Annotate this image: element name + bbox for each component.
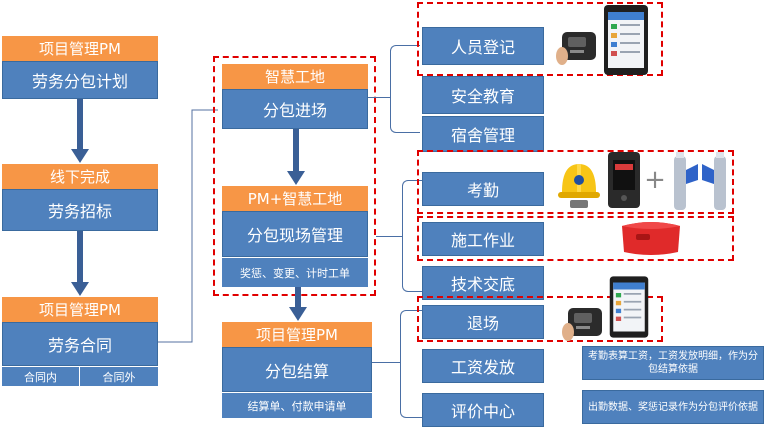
item-personnel-registration: 人员登记 (422, 27, 544, 65)
left-arrow-1 (71, 99, 89, 163)
exit-id-card-reader-icon (562, 308, 602, 341)
bidding-header: 线下完成 (2, 164, 158, 189)
contract-box: 劳务合同 (2, 322, 158, 366)
wage-note: 考勤表算工资，工资发放明细，作为分包结算依据 (582, 346, 764, 380)
item-attendance: 考勤 (422, 172, 544, 206)
attendance-dashed-group (417, 150, 734, 214)
smart-site-dashed-group (213, 56, 376, 296)
tablet-terminal-icon (604, 5, 648, 75)
onsite-sub: 奖惩、变更、计时工单 (222, 257, 368, 287)
plan-box: 劳务分包计划 (2, 61, 158, 99)
item-exit: 退场 (422, 305, 544, 339)
contract-header: 项目管理PM (2, 297, 158, 322)
settlement-sub: 结算单、付款申请单 (222, 392, 372, 418)
item-wage-payment: 工资发放 (422, 349, 544, 383)
face-recognition-terminal-icon (608, 152, 640, 208)
turnstile-gate-icon (674, 152, 726, 210)
middle-arrow-2 (289, 287, 307, 321)
settlement-brace-tick (372, 362, 400, 363)
contract-connector (158, 109, 218, 343)
id-card-reader-icon (556, 32, 596, 65)
safety-helmet-icon (558, 164, 600, 208)
entry-header: 智慧工地 (222, 64, 368, 89)
entry-brace-tick (368, 97, 390, 98)
attendance-plus-sign: + (644, 165, 666, 195)
left-arrow-2 (71, 231, 89, 296)
item-construction-work: 施工作业 (422, 222, 544, 256)
onsite-brace-tick (376, 236, 402, 237)
onsite-box: 分包现场管理 (222, 211, 368, 257)
exit-tablet-terminal-icon (609, 276, 649, 338)
registration-dashed-group (417, 2, 663, 76)
item-evaluation-center: 评价中心 (422, 393, 544, 427)
contract-sub-outside: 合同外 (80, 366, 158, 386)
item-technical-briefing: 技术交底 (422, 266, 544, 300)
exit-dashed-group (417, 296, 663, 342)
construction-dashed-group (417, 216, 734, 261)
entry-box: 分包进场 (222, 89, 368, 129)
middle-arrow-1 (287, 129, 305, 185)
plan-header: 项目管理PM (2, 36, 158, 61)
settlement-header: 项目管理PM (222, 322, 372, 347)
item-dormitory-management: 宿舍管理 (422, 116, 544, 152)
onsite-header: PM+智慧工地 (222, 186, 368, 211)
red-sensor-box-icon (622, 222, 680, 255)
onsite-brace (402, 180, 422, 292)
settlement-box: 分包结算 (222, 347, 372, 392)
evaluation-note: 出勤数据、奖惩记录作为分包评价依据 (582, 390, 764, 424)
entry-brace (390, 45, 420, 133)
bidding-box: 劳务招标 (2, 189, 158, 231)
item-safety-education: 安全教育 (422, 76, 544, 114)
settlement-brace (400, 310, 422, 418)
contract-sub-inside: 合同内 (2, 366, 80, 386)
